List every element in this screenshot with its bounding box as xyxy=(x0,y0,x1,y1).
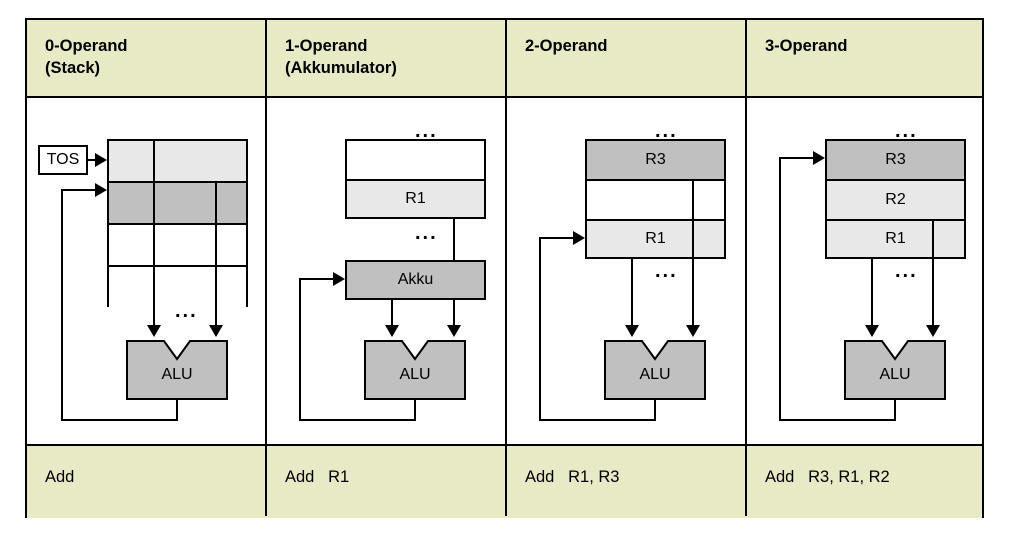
reg2-writeback-up xyxy=(539,237,541,421)
stack-operand-arrow-right-icon xyxy=(209,325,223,337)
stack-box xyxy=(107,139,248,307)
acc-top-ellipsis: ... xyxy=(415,120,438,142)
reg2-operand-line-left xyxy=(631,257,633,331)
alu-label: ALU xyxy=(399,366,431,383)
stack-ellipsis: ... xyxy=(175,300,198,322)
reg2-writeback-down xyxy=(654,399,656,421)
acc-writeback-up xyxy=(299,278,301,421)
reg3-writeback-bottom xyxy=(779,419,896,421)
instruction-3-operand: Add R3, R1, R2 xyxy=(765,468,890,486)
column-header-2-operand: 2-Operand xyxy=(525,37,608,55)
alu-label: ALU xyxy=(879,366,911,383)
stack-writeback-arrow-icon xyxy=(95,183,107,197)
stack-writeback-in xyxy=(61,189,101,191)
instruction-2-operand: Add R1, R3 xyxy=(525,468,620,486)
column-divider-2 xyxy=(505,20,507,516)
stack-cell-0 xyxy=(109,141,246,183)
reg3-writeback-up xyxy=(779,157,781,421)
alu-label: ALU xyxy=(639,366,671,383)
operand-comparison-table: 0-Operand (Stack) 1-Operand (Akkumulator… xyxy=(25,18,984,518)
acc-writeback-in xyxy=(299,278,339,280)
reg3-internal-divider xyxy=(932,219,934,259)
reg3-writeback-arrow-icon xyxy=(813,151,825,165)
acc-writeback-down xyxy=(414,399,416,421)
reg3-cell-r2: R2 xyxy=(827,181,964,221)
stack-writeback-down xyxy=(176,399,178,421)
reg2-internal-divider xyxy=(692,179,694,259)
column-header-1-operand: 1-Operand (Akkumulator) xyxy=(285,37,397,77)
acc-operand-arrow-left-icon xyxy=(385,325,399,337)
column-divider-1 xyxy=(265,20,267,516)
acc-memory-box: R1 xyxy=(345,139,486,219)
diagram-stack: TOS ... ALU xyxy=(27,20,265,516)
reg2-file-box: R3 R1 xyxy=(585,139,726,259)
stack-operand-arrow-left-icon xyxy=(147,325,161,337)
stack-cell-2 xyxy=(109,225,246,267)
acc-writeback-arrow-icon xyxy=(333,272,345,286)
tos-arrow-line xyxy=(88,159,101,161)
reg2-writeback-in xyxy=(539,237,579,239)
reg2-cell-r3: R3 xyxy=(587,141,724,181)
alu-stack: ALU xyxy=(126,340,228,400)
acc-operand-arrow-right-icon xyxy=(447,325,461,337)
tos-arrow-head-icon xyxy=(95,153,107,167)
reg2-mid-ellipsis: ... xyxy=(655,260,678,282)
diagram-registers-2op: ... R3 R1 ... ALU xyxy=(507,20,745,516)
column-divider-3 xyxy=(745,20,747,516)
acc-mid-ellipsis: ... xyxy=(415,222,438,244)
reg3-file-box: R3 R2 R1 xyxy=(825,139,966,259)
reg3-cell-r3: R3 xyxy=(827,141,964,181)
column-header-3-operand: 3-Operand xyxy=(765,37,848,55)
reg3-top-ellipsis: ... xyxy=(895,120,918,142)
acc-writeback-bottom xyxy=(299,419,416,421)
alu-registers-3op: ALU xyxy=(844,340,946,400)
reg2-writeback-arrow-icon xyxy=(573,231,585,245)
stack-cell-1 xyxy=(109,183,246,225)
alu-shape-icon xyxy=(126,340,228,400)
reg2-cell-r1: R1 xyxy=(587,221,724,257)
stack-cell-3 xyxy=(109,267,246,307)
reg2-cell-empty xyxy=(587,181,724,221)
reg3-mid-ellipsis: ... xyxy=(895,260,918,282)
reg2-operand-arrow-left-icon xyxy=(625,325,639,337)
reg3-operand-line-right xyxy=(932,257,934,331)
reg2-operand-arrow-right-icon xyxy=(686,325,700,337)
accumulator-box: Akku xyxy=(345,260,486,300)
alu-shape-icon xyxy=(604,340,706,400)
alu-shape-icon xyxy=(364,340,466,400)
stack-operand-line-right xyxy=(215,183,217,331)
alu-shape-icon xyxy=(844,340,946,400)
footer-band xyxy=(27,444,982,518)
reg3-operand-arrow-right-icon xyxy=(926,325,940,337)
acc-memory-cell-r1: R1 xyxy=(347,181,484,217)
reg3-operand-arrow-left-icon xyxy=(865,325,879,337)
stack-writeback-bottom xyxy=(61,419,178,421)
stack-writeback-up xyxy=(61,189,63,421)
alu-registers-2op: ALU xyxy=(604,340,706,400)
accumulator-label: Akku xyxy=(347,262,484,298)
instruction-0-operand: Add xyxy=(45,468,75,486)
reg3-writeback-in xyxy=(779,157,819,159)
header-band xyxy=(27,20,982,98)
reg3-writeback-down xyxy=(894,399,896,421)
acc-operand-line-left xyxy=(391,300,393,331)
alu-accumulator: ALU xyxy=(364,340,466,400)
diagram-registers-3op: ... R3 R2 R1 ... ALU xyxy=(747,20,986,516)
column-header-0-operand: 0-Operand (Stack) xyxy=(45,37,128,77)
footer-divider xyxy=(27,444,982,446)
diagram-accumulator: ... R1 ... Akku ALU xyxy=(267,20,505,516)
stack-operand-line-left xyxy=(153,141,155,331)
reg3-cell-r1: R1 xyxy=(827,221,964,257)
instruction-1-operand: Add R1 xyxy=(285,468,350,486)
alu-label: ALU xyxy=(161,366,193,383)
tos-label-box: TOS xyxy=(38,145,88,175)
header-divider xyxy=(27,96,982,98)
reg2-top-ellipsis: ... xyxy=(655,120,678,142)
reg2-operand-line-right xyxy=(692,257,694,331)
reg3-operand-line-left xyxy=(871,257,873,331)
acc-memory-cell-0 xyxy=(347,141,484,181)
reg2-writeback-bottom xyxy=(539,419,656,421)
